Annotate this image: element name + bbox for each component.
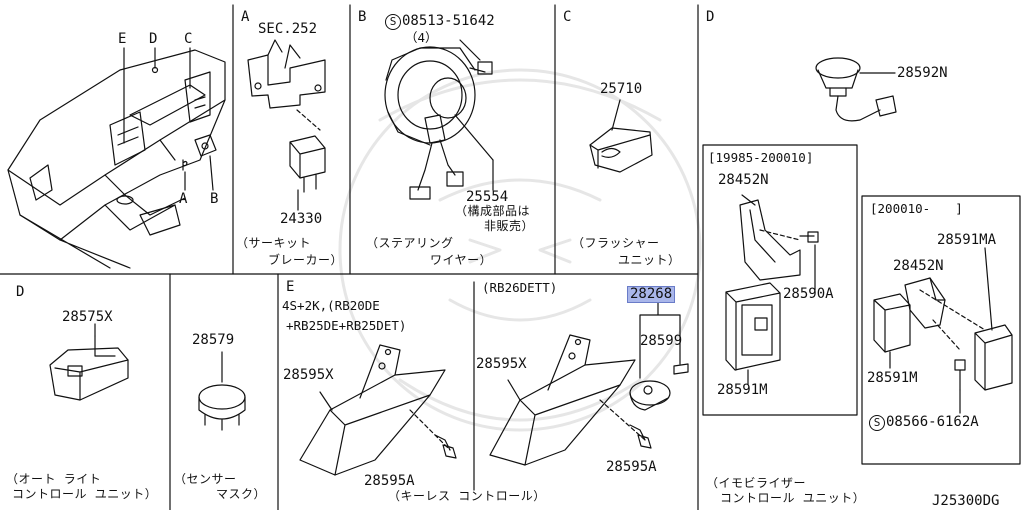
variant-rb25de: +RB25DE+RB25DET) bbox=[286, 318, 407, 333]
screw-number: 08566-6162A bbox=[886, 414, 979, 430]
s-circle-icon: S bbox=[385, 14, 401, 30]
desc-immobiliser-2: コントロール ユニット） bbox=[720, 491, 866, 505]
bolt-qty: （4） bbox=[405, 30, 438, 45]
variant-rb26dett: (RB26DETT) bbox=[482, 280, 558, 295]
box2-range: [200010- ] bbox=[870, 201, 963, 216]
box2-part-28591ma: 28591MA bbox=[937, 232, 997, 248]
section-d-letter-top: D bbox=[706, 9, 715, 25]
callout-e: E bbox=[118, 31, 127, 47]
box1-range: [19985-200010] bbox=[708, 150, 814, 165]
part-28599: 28599 bbox=[640, 333, 683, 349]
part-28575x: 28575X bbox=[62, 309, 113, 325]
desc-auto-light-1: （オート ライト bbox=[6, 472, 102, 486]
bolt-number: 08513-51642 bbox=[402, 13, 495, 29]
part-25554: 25554 bbox=[466, 189, 509, 205]
part-28595x-left: 28595X bbox=[283, 367, 334, 383]
desc-sensor-1: （センサー bbox=[174, 472, 237, 486]
keyless-unit-right-illustration bbox=[489, 299, 689, 466]
callout-a: A bbox=[179, 191, 188, 207]
desc-flasher-2: ユニット） bbox=[618, 253, 681, 267]
box1-illustration bbox=[725, 194, 819, 385]
box1-part-28590a: 28590A bbox=[783, 286, 834, 302]
part-25710: 25710 bbox=[600, 81, 643, 97]
desc-spiral-cable-2: ワイヤー） bbox=[430, 253, 493, 267]
box2-illustration bbox=[873, 247, 1013, 414]
part-28595a-left: 28595A bbox=[364, 473, 415, 489]
immobiliser-antenna-illustration bbox=[815, 57, 897, 122]
dashboard-illustration bbox=[7, 47, 226, 269]
box1-part-28452n: 28452N bbox=[718, 172, 769, 188]
desc-circuit-breaker-2: ブレーカー） bbox=[268, 253, 344, 267]
callout-c: C bbox=[184, 31, 193, 47]
diagram-code: J25300DG bbox=[932, 493, 1000, 509]
s-circle-icon: S bbox=[869, 415, 885, 431]
desc-circuit-breaker-1: （サーキット bbox=[236, 236, 312, 250]
box1-part-28591m: 28591M bbox=[717, 382, 768, 398]
callout-d: D bbox=[149, 31, 158, 47]
section-d-letter-bottom: D bbox=[16, 284, 25, 300]
desc-spiral-cable-1: （ステアリング bbox=[366, 236, 454, 250]
desc-immobiliser-1: （イモビライザー bbox=[706, 476, 807, 490]
spiral-cable-illustration bbox=[384, 39, 494, 200]
highlighted-part-28268[interactable]: 28268 bbox=[627, 286, 676, 303]
circuit-breaker-illustration bbox=[247, 39, 326, 211]
section-a-letter: A bbox=[241, 9, 250, 25]
note-not-sold-1: （構成部品は bbox=[455, 204, 531, 218]
section-c-letter: C bbox=[563, 9, 572, 25]
section-e-letter: E bbox=[286, 279, 295, 295]
part-28579: 28579 bbox=[192, 332, 235, 348]
note-not-sold-2: 非販売） bbox=[484, 219, 535, 233]
part-28595x-right: 28595X bbox=[476, 356, 527, 372]
panel-grid bbox=[0, 4, 1021, 510]
callout-b: B bbox=[210, 191, 219, 207]
watermark-crest bbox=[338, 68, 702, 432]
section-b-letter: B bbox=[358, 9, 367, 25]
box2-part-28452n: 28452N bbox=[893, 258, 944, 274]
keyless-unit-left-illustration bbox=[299, 344, 457, 476]
desc-keyless: （キーレス コントロール） bbox=[388, 489, 546, 503]
part-28592n: 28592N bbox=[897, 65, 948, 81]
part-24330: 24330 bbox=[280, 211, 323, 227]
auto-light-unit-illustration bbox=[49, 323, 129, 401]
part-28595a-right: 28595A bbox=[606, 459, 657, 475]
sec-ref: SEC.252 bbox=[258, 21, 318, 37]
desc-flasher-1: （フラッシャー bbox=[572, 236, 660, 250]
sensor-mask-illustration bbox=[198, 351, 246, 431]
box2-part-28591m: 28591M bbox=[867, 370, 918, 386]
variant-rb20de: 4S+2K,(RB20DE bbox=[282, 298, 380, 313]
desc-auto-light-2: コントロール ユニット） bbox=[12, 487, 158, 501]
desc-sensor-2: マスク） bbox=[216, 487, 267, 501]
flasher-unit-illustration bbox=[589, 99, 653, 173]
